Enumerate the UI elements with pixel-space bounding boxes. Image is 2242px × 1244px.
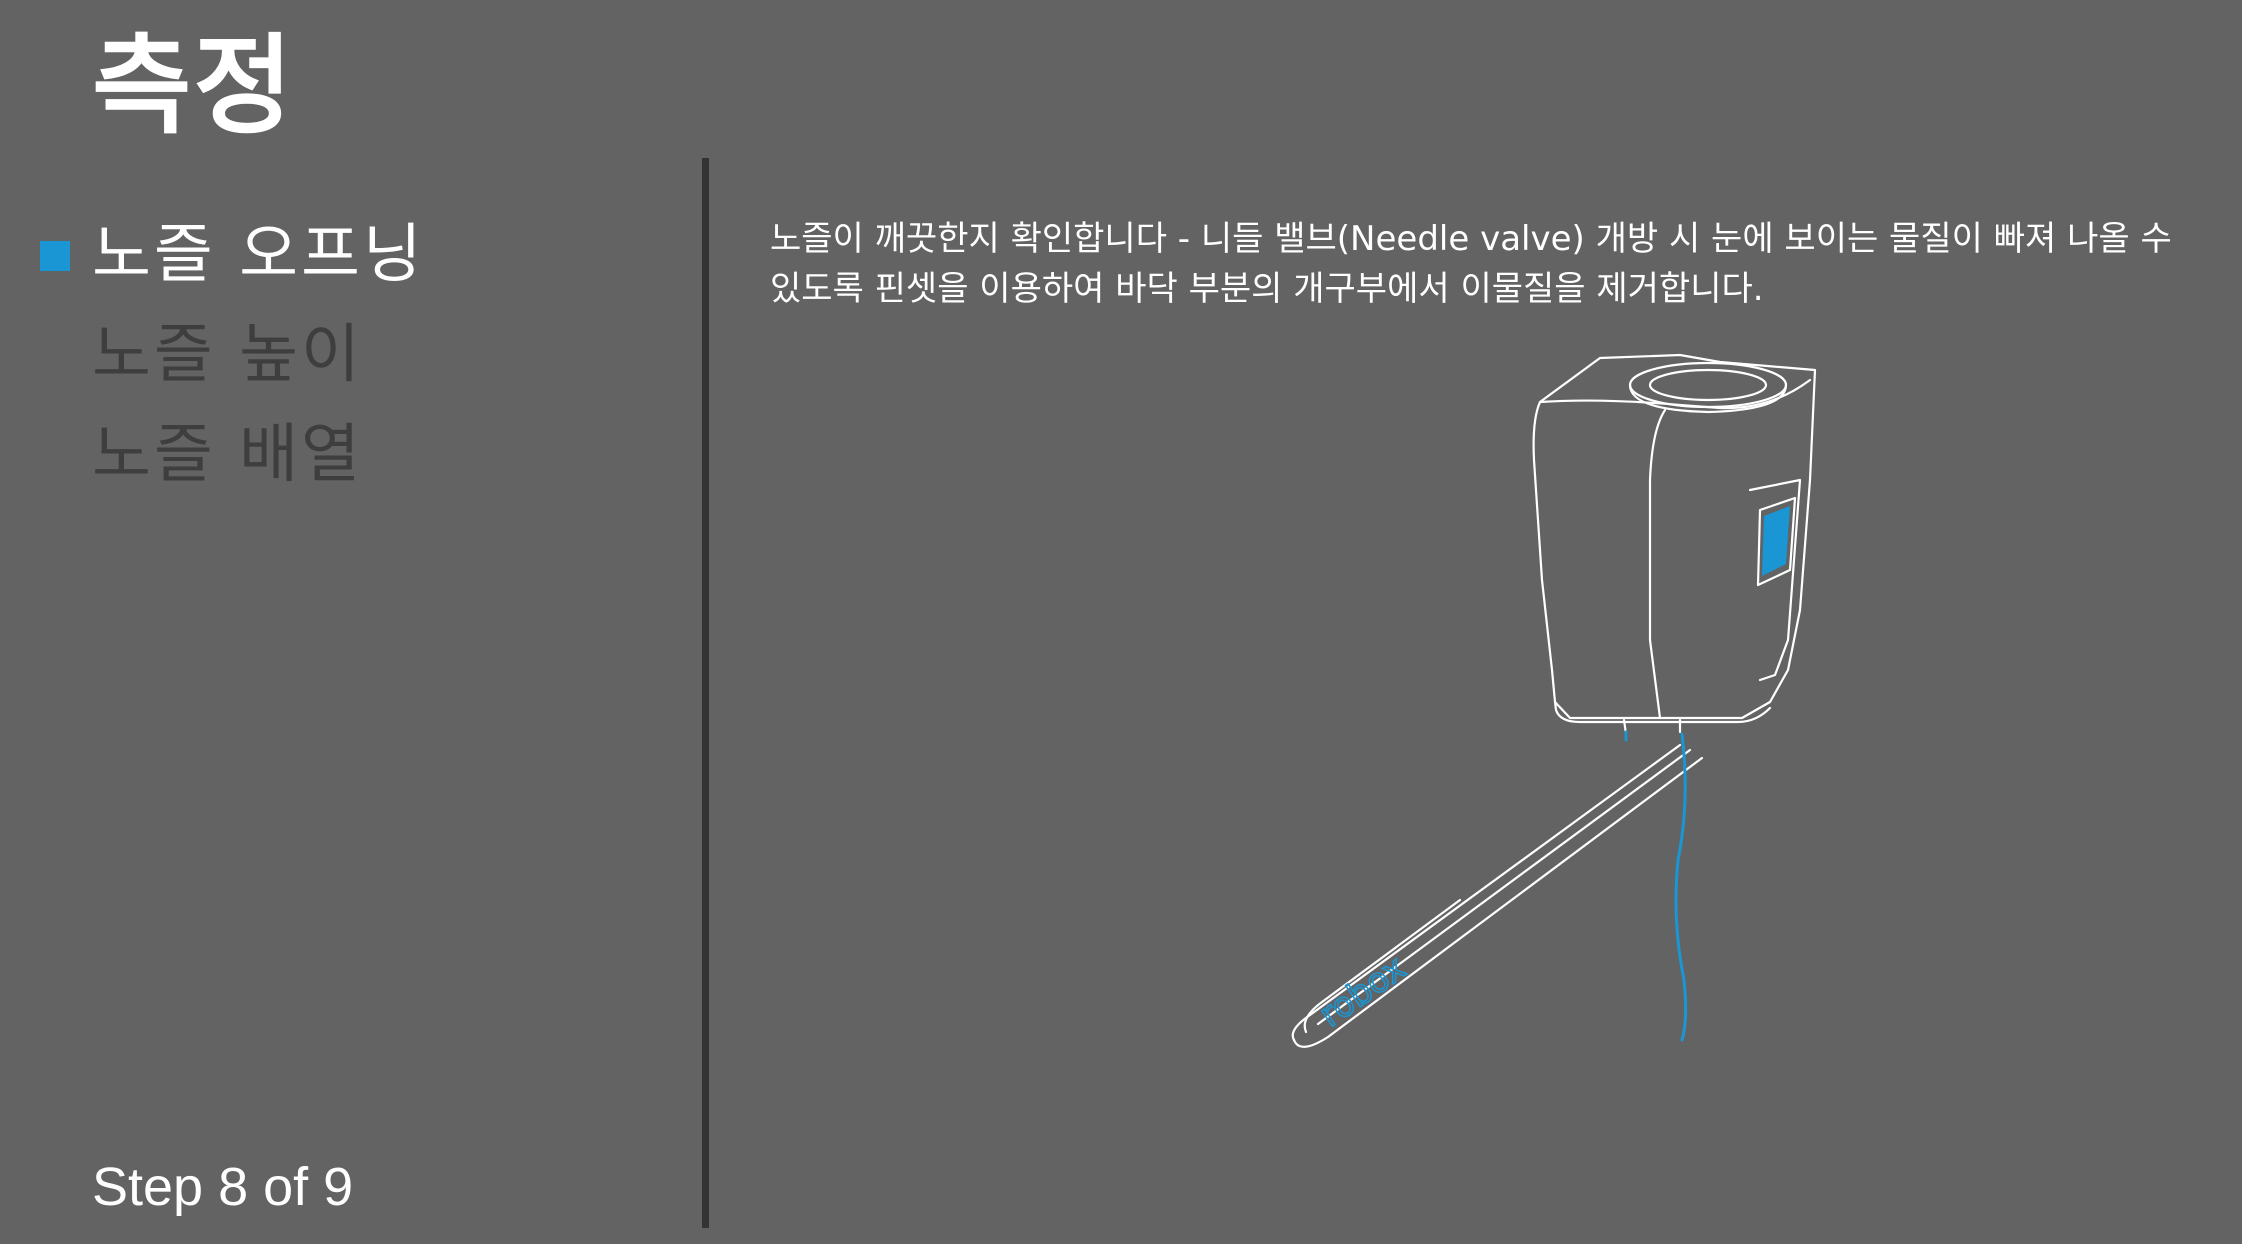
head-base — [1553, 700, 1772, 724]
head-side-clip — [1756, 496, 1797, 587]
step-counter: Step 8 of 9 — [92, 1157, 354, 1217]
tweezers-grip — [1303, 898, 1462, 1034]
fan-inner — [1648, 368, 1768, 402]
head-side-panel — [1748, 478, 1802, 682]
tweezers-arm-top — [1291, 743, 1682, 1042]
nav-item-label: 노즐 높이 — [92, 318, 363, 392]
nav-item-nozzle-alignment[interactable]: 노즐 배열 — [40, 415, 425, 515]
tweezers-arm-bottom — [1292, 756, 1704, 1048]
nav-item-label: 노즐 배열 — [92, 418, 363, 492]
extruded-filament — [1674, 732, 1688, 1042]
page-title: 측정 — [92, 24, 295, 149]
head-side-label — [1762, 506, 1790, 576]
fan-lip — [1628, 383, 1788, 414]
instruction-text: 노즐이 깨끗한지 확인합니다 - 니들 밸브(Needle valve) 개방 … — [770, 219, 2172, 309]
nav-item-nozzle-opening[interactable]: 노즐 오프닝 — [40, 215, 425, 315]
head-front-seam — [1648, 408, 1667, 720]
nav-item-label: 노즐 오프닝 — [92, 218, 425, 292]
step-nav: 노즐 오프닝 노즐 높이 노즐 배열 — [40, 215, 425, 515]
nav-item-nozzle-height[interactable]: 노즐 높이 — [40, 315, 425, 415]
divider — [702, 158, 709, 1228]
active-marker-icon — [40, 241, 70, 271]
tweezers-inner — [1316, 748, 1692, 1026]
nozzle-cleaning-illustration: robox — [1291, 353, 1817, 1048]
tweezers-logo: robox — [1312, 948, 1413, 1036]
